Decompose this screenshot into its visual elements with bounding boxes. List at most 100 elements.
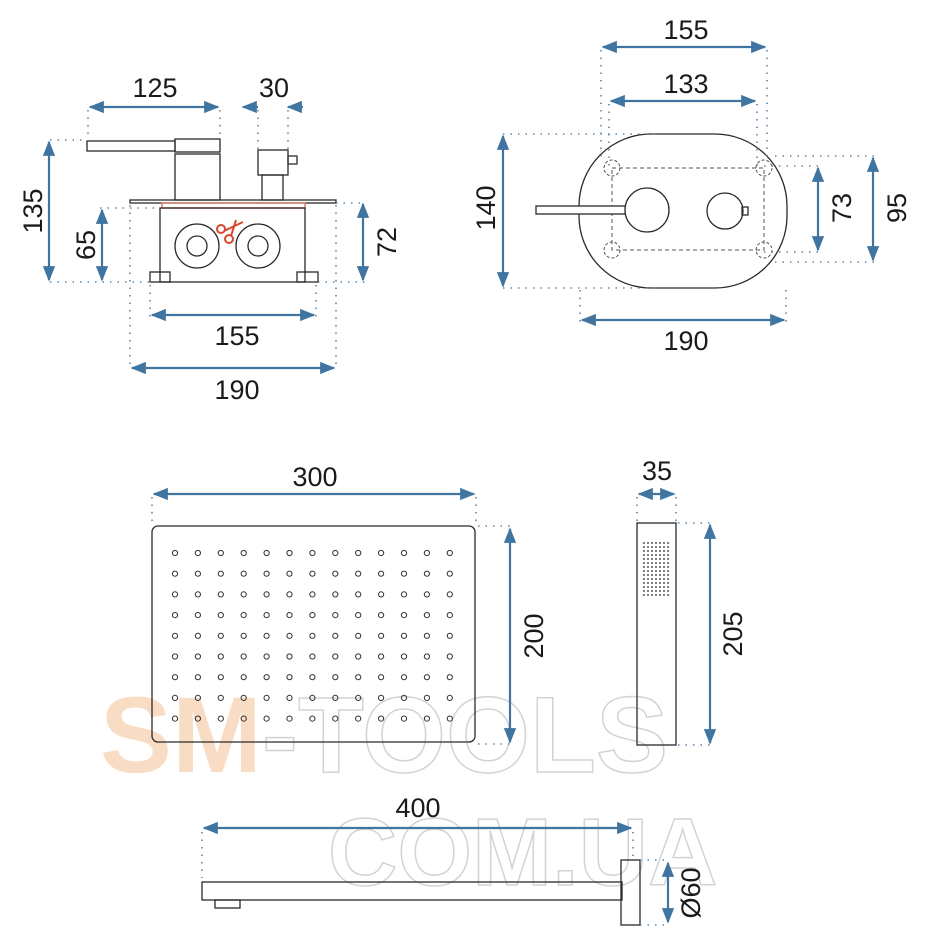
hand-nozzle [651,586,653,588]
nozzle [446,549,453,557]
dim-box-height: 65 [71,230,101,260]
nozzle [355,694,362,702]
nozzle [286,694,293,702]
nozzle [400,591,408,598]
nozzle [263,591,270,598]
nozzle [217,632,224,639]
hand-nozzle [647,554,649,556]
dim-inner-width: 133 [663,69,708,99]
hand-nozzle [667,542,669,544]
nozzle [332,612,339,619]
hand-nozzle [655,574,657,576]
nozzle [400,570,408,577]
hand-nozzle [643,570,645,572]
hand-nozzle [663,546,665,548]
hand-nozzle [647,550,649,552]
nozzle [446,674,453,681]
hand-nozzle [659,554,661,556]
hand-nozzle [643,550,645,552]
hand-nozzle [643,578,645,580]
nozzle [171,674,179,681]
dim-front-height: 140 [471,185,501,230]
hand-nozzle [647,586,649,588]
nozzle [263,715,270,722]
nozzle [240,674,247,681]
hand-nozzle [663,542,665,544]
nozzle [263,694,270,702]
nozzle [446,570,453,577]
hand-nozzle [667,546,669,548]
hand-nozzle [655,582,657,584]
nozzle [309,674,316,681]
hand-nozzle [655,590,657,592]
hand-nozzle [651,542,653,544]
nozzle [286,653,293,660]
hand-shower: 35 205 [636,456,748,746]
dim-rain-height: 200 [519,613,549,658]
nozzle [217,549,224,557]
hand-nozzle [659,566,661,568]
hand-nozzle [667,570,669,572]
nozzle [286,715,293,722]
hand-nozzle [663,550,665,552]
nozzle [263,570,270,577]
nozzle [446,653,453,660]
hand-nozzle [667,582,669,584]
hand-nozzle [659,546,661,548]
nozzle [171,653,179,660]
scissors-cut-icon [216,219,244,244]
nozzle [240,570,247,577]
nozzle [309,694,316,702]
nozzle [309,632,316,639]
nozzle [378,632,385,639]
hand-nozzle [655,558,657,560]
nozzle [355,591,362,598]
hand-nozzle [651,594,653,596]
hand-nozzle [663,582,665,584]
hand-nozzle [667,590,669,592]
hand-nozzle [667,558,669,560]
hand-nozzle [659,590,661,592]
hand-nozzle [663,594,665,596]
hand-nozzle [647,558,649,560]
nozzle [423,591,430,598]
hand-nozzle [663,558,665,560]
nozzle [286,674,293,681]
dim-outer-height: 95 [882,193,912,223]
hand-nozzle [667,594,669,596]
nozzle [194,570,201,577]
dim-rain-width: 300 [292,462,337,492]
mixer-front-view: 155 133 140 73 95 190 [471,15,912,356]
nozzle [446,632,453,639]
hand-nozzle [655,554,657,556]
hand-nozzle [655,542,657,544]
nozzle [446,715,453,722]
nozzle [332,653,339,660]
hand-nozzle [651,574,653,576]
watermark: SM -TOOLS COM.UA [100,673,718,907]
nozzle [217,612,224,619]
hand-nozzle [659,542,661,544]
hand-nozzle [663,590,665,592]
nozzle [217,715,224,722]
nozzle [171,694,179,702]
nozzle [194,674,201,681]
nozzle [240,694,247,702]
hand-nozzle [647,570,649,572]
hand-shower-nozzles [643,542,669,596]
nozzle [194,694,201,702]
hand-nozzle [663,570,665,572]
hand-nozzle [643,542,645,544]
hand-nozzle [643,562,645,564]
nozzle [240,612,247,619]
hand-nozzle [647,590,649,592]
nozzle [332,632,339,639]
hand-nozzle [643,566,645,568]
hand-nozzle [659,586,661,588]
hand-nozzle [643,582,645,584]
hand-nozzle [643,554,645,556]
nozzle [355,632,362,639]
nozzle [378,549,385,557]
nozzle [355,674,362,681]
nozzle [309,612,316,619]
